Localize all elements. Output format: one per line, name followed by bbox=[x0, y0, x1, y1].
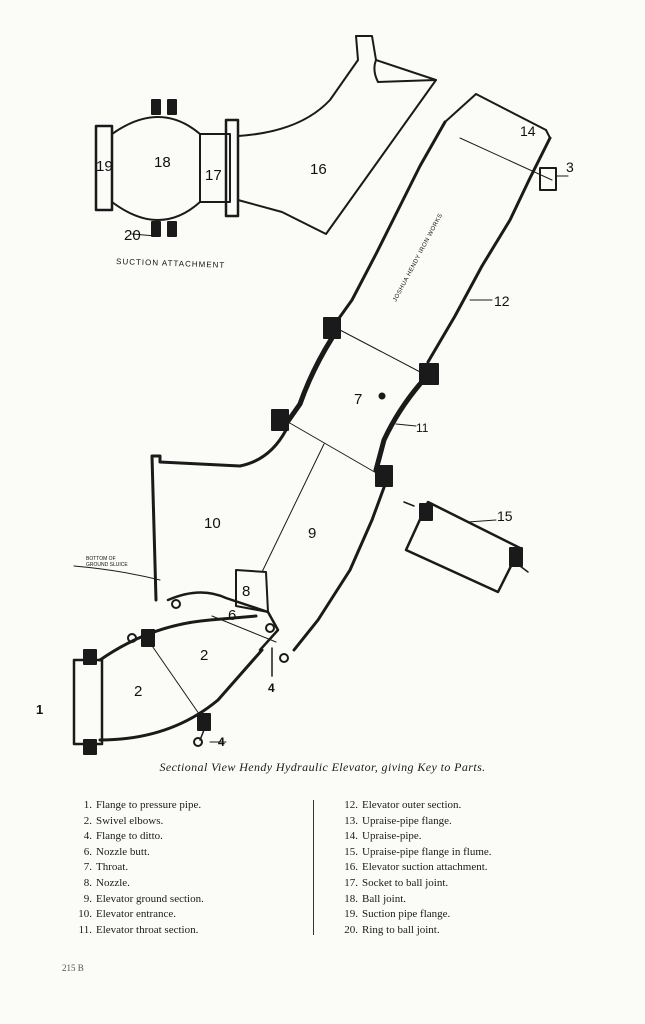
legend-divider bbox=[313, 800, 314, 935]
legend-num: 7. bbox=[83, 861, 92, 874]
part-label-19: 19 bbox=[96, 158, 113, 175]
part-label-12: 12 bbox=[494, 293, 510, 309]
legend-item: 18. Ball joint. bbox=[332, 892, 492, 908]
legend-num: 17. bbox=[344, 876, 358, 889]
legend-item: 20. Ring to ball joint. bbox=[332, 923, 492, 939]
legend-item: 14. Upraise-pipe. bbox=[332, 829, 492, 845]
part-label-10: 10 bbox=[204, 515, 221, 532]
legend-num: 1. bbox=[83, 799, 92, 811]
part-label-16: 16 bbox=[310, 161, 327, 178]
legend-num: 9. bbox=[83, 892, 92, 905]
legend-num: 11. bbox=[78, 923, 92, 936]
part-label-6: 6 bbox=[228, 607, 236, 624]
part-label-4a: 4 bbox=[268, 681, 275, 695]
legend-text: Swivel elbows. bbox=[96, 814, 164, 827]
suction-attachment bbox=[94, 35, 437, 237]
part-label-4b: 4 bbox=[218, 735, 225, 749]
legend-num: 8. bbox=[83, 876, 92, 889]
legend-num: 16. bbox=[344, 861, 358, 874]
part-label-18: 18 bbox=[154, 154, 171, 171]
part-label-20: 20 bbox=[124, 227, 141, 244]
legend-text: Ball joint. bbox=[362, 892, 406, 905]
legend-text: Throat. bbox=[96, 861, 129, 874]
part-label-8: 8 bbox=[242, 583, 250, 600]
legend-item: 16. Elevator suction attachment. bbox=[332, 860, 492, 876]
legend-text: Flange to pressure pipe. bbox=[96, 799, 202, 811]
swivel-elbows bbox=[72, 614, 289, 755]
upraise-pipe bbox=[323, 93, 569, 385]
legend-item: 1. Flange to pressure pipe. bbox=[66, 798, 204, 814]
suction-attachment-label: SUCTION ATTACHMENT bbox=[116, 257, 226, 270]
legend-item: 6. Nozzle butt. bbox=[66, 845, 204, 861]
legend-text: Elevator ground section. bbox=[96, 892, 204, 905]
flume-flange bbox=[403, 500, 529, 594]
legend-text: Upraise-pipe flange in flume. bbox=[362, 845, 492, 858]
part-label-1: 1 bbox=[36, 702, 43, 717]
legend-num: 10. bbox=[78, 908, 92, 921]
part-label-2a: 2 bbox=[200, 647, 208, 664]
legend-text: Elevator outer section. bbox=[362, 799, 462, 811]
legend-num: 14. bbox=[344, 830, 358, 843]
legend-text: Upraise-pipe flange. bbox=[362, 814, 452, 827]
legend-num: 19. bbox=[344, 908, 358, 921]
ground-note-line-1: BOTTOM OF bbox=[86, 556, 116, 562]
part-label-3: 3 bbox=[566, 159, 574, 175]
legend-num: 2. bbox=[83, 814, 92, 827]
elevator-entrance bbox=[73, 428, 388, 652]
part-label-7: 7 bbox=[354, 391, 362, 408]
part-label-17: 17 bbox=[205, 167, 222, 184]
legend-item: 11. Elevator throat section. bbox=[66, 923, 204, 939]
legend-num: 18. bbox=[344, 892, 358, 905]
legend-text: Socket to ball joint. bbox=[362, 876, 449, 889]
legend-text: Upraise-pipe. bbox=[362, 830, 422, 843]
legend-left: 1. Flange to pressure pipe. 2. Swivel elbo… bbox=[66, 798, 204, 938]
ground-note-line-2: GROUND SLUICE bbox=[86, 562, 128, 568]
legend-text: Elevator suction attachment. bbox=[362, 861, 488, 874]
legend-text: Elevator throat section. bbox=[96, 923, 199, 936]
legend-item: 4. Flange to ditto. bbox=[66, 829, 204, 845]
legend-num: 13. bbox=[344, 814, 358, 827]
legend-text: Ring to ball joint. bbox=[362, 923, 440, 936]
legend-item: 15. Upraise-pipe flange in flume. bbox=[332, 845, 492, 861]
legend-text: Suction pipe flange. bbox=[362, 908, 451, 921]
part-label-2b: 2 bbox=[134, 683, 142, 700]
legend-item: 17. Socket to ball joint. bbox=[332, 876, 492, 892]
legend-item: 8. Nozzle. bbox=[66, 876, 204, 892]
legend-text: Elevator entrance. bbox=[96, 908, 177, 921]
legend-item: 9. Elevator ground section. bbox=[66, 892, 204, 908]
legend-item: 2. Swivel elbows. bbox=[66, 814, 204, 830]
part-label-14: 14 bbox=[520, 123, 536, 139]
elevator-diagram: 19 18 17 16 20 SUCTION ATTACHMENT 14 3 1… bbox=[36, 35, 574, 755]
legend-item: 12. Elevator outer section. bbox=[332, 798, 492, 814]
legend-right: 12. Elevator outer section. 13. Upraise-pi… bbox=[332, 798, 492, 939]
part-label-11: 11 bbox=[416, 421, 429, 435]
legend-item: 19. Suction pipe flange. bbox=[332, 907, 492, 923]
part-label-9: 9 bbox=[308, 525, 316, 542]
legend-num: 12. bbox=[344, 799, 358, 811]
legend-item: 13. Upraise-pipe flange. bbox=[332, 814, 492, 830]
figure-caption: Sectional View Hendy Hydraulic Elevator,… bbox=[159, 760, 486, 774]
nozzle-assembly bbox=[166, 569, 280, 652]
part-label-15: 15 bbox=[497, 508, 513, 524]
legend-text: Nozzle butt. bbox=[96, 845, 150, 858]
throat-section bbox=[271, 335, 423, 487]
legend-num: 15. bbox=[344, 845, 358, 858]
legend-num: 4. bbox=[83, 830, 92, 843]
legend-item: 10. Elevator entrance. bbox=[66, 907, 204, 923]
legend-num: 6. bbox=[83, 845, 92, 858]
maker-label: JOSHUA HENDY IRON WORKS bbox=[392, 213, 444, 303]
page-footer: 215 B bbox=[62, 963, 84, 973]
legend-text: Flange to ditto. bbox=[96, 830, 163, 843]
legend-item: 7. Throat. bbox=[66, 860, 204, 876]
legend-text: Nozzle. bbox=[96, 876, 130, 889]
legend-num: 20. bbox=[344, 923, 358, 936]
